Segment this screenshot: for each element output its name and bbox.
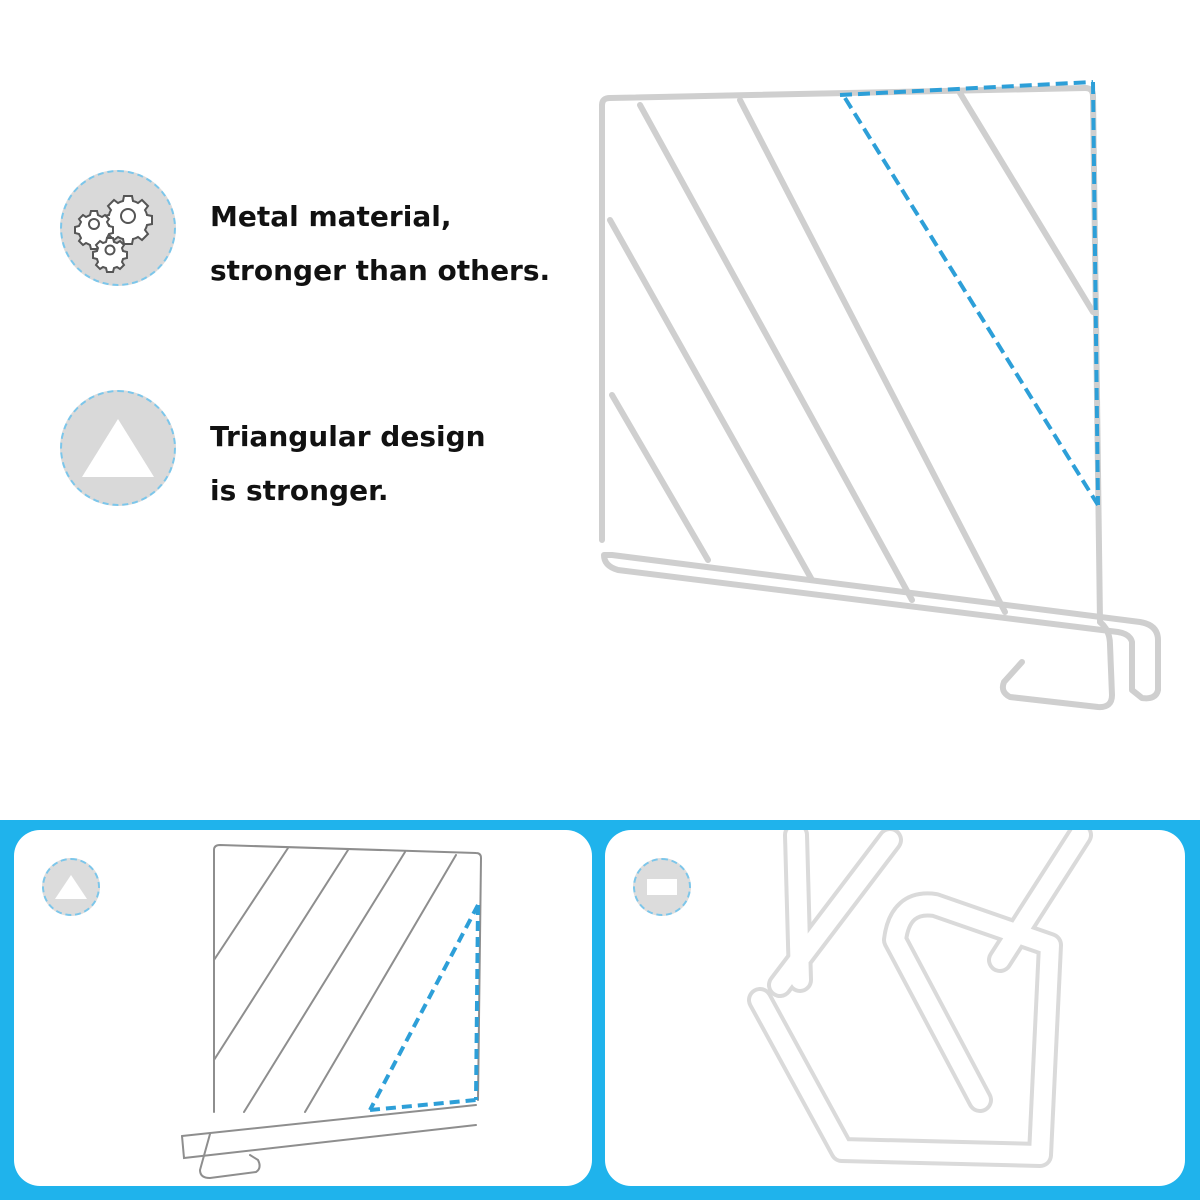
feature-text: Metal material, stronger than others. bbox=[210, 190, 550, 298]
feature-line-2: stronger than others. bbox=[210, 254, 551, 287]
gears-icon bbox=[74, 195, 153, 273]
feature-triangular-design: Triangular design is stronger. bbox=[60, 390, 580, 510]
detail-badge bbox=[633, 858, 691, 916]
feature-metal-material: Metal material, stronger than others. bbox=[60, 170, 580, 290]
hook-closeup-image bbox=[747, 830, 1093, 1168]
feature-badge bbox=[60, 390, 176, 506]
feature-line-1: Triangular design bbox=[210, 420, 486, 453]
shelf-divider-detail-image bbox=[181, 843, 483, 1180]
triangle-icon bbox=[55, 875, 87, 899]
detail-panel-triangle bbox=[14, 830, 592, 1186]
feature-badge bbox=[60, 170, 176, 286]
rectangle-icon bbox=[647, 879, 677, 895]
shelf-divider-image bbox=[599, 80, 1161, 711]
detail-badge bbox=[42, 858, 100, 916]
feature-line-1: Metal material, bbox=[210, 200, 452, 233]
triangle-icon bbox=[82, 419, 154, 477]
detail-panel-hook bbox=[605, 830, 1185, 1186]
feature-text: Triangular design is stronger. bbox=[210, 410, 486, 518]
feature-line-2: is stronger. bbox=[210, 474, 389, 507]
